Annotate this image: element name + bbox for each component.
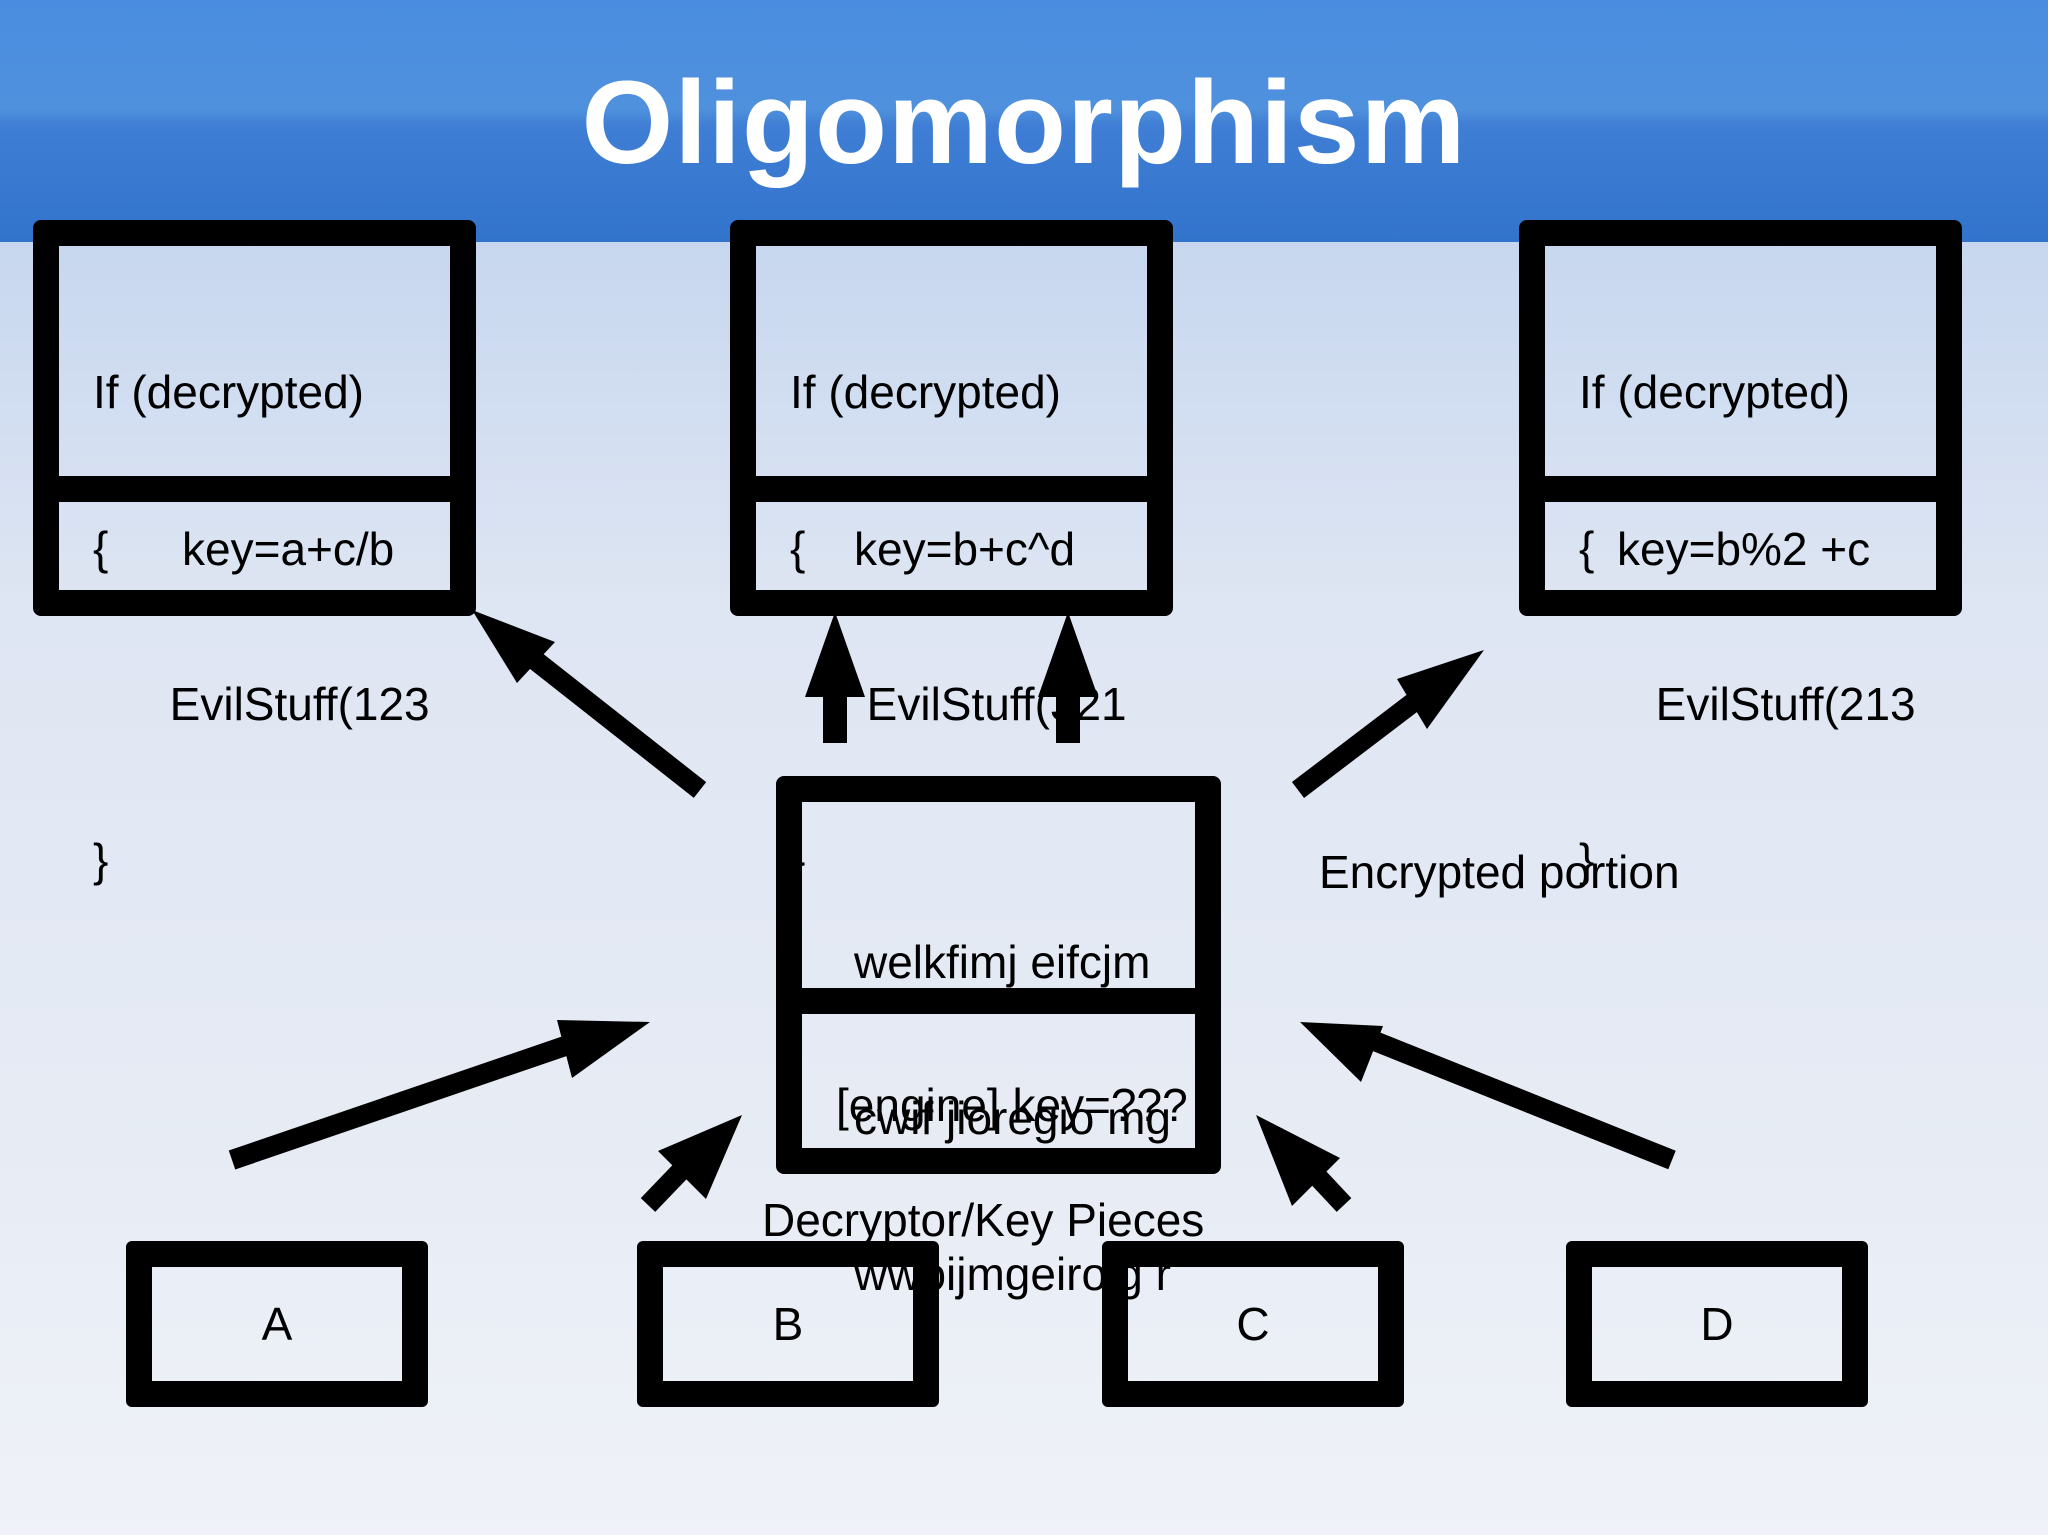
encrypted-line: welkfimj eifcjm [854, 936, 1151, 988]
decryptor-key-pieces-label: Decryptor/Key Pieces [762, 1194, 1205, 1246]
variant-key-2: key=b+c^d [854, 523, 1076, 575]
variant-box-1: If (decrypted) { EvilStuff(123 } key=a+c… [33, 220, 476, 886]
arrowhead-from-a [557, 1020, 650, 1078]
variant-box-3: If (decrypted) { EvilStuff(213 } key=b%2… [1519, 220, 1962, 886]
piece-label: A [261, 1298, 293, 1350]
piece-label: D [1700, 1298, 1734, 1350]
arrow-from-a [228, 1035, 572, 1170]
piece-box-d: D [1566, 1241, 1868, 1407]
arrowhead-from-b [658, 1115, 742, 1199]
encrypted-line: wwoijmgeirojg r [854, 1248, 1171, 1300]
piece-label: B [772, 1298, 804, 1350]
engine-key: [engine] key=??? [836, 1079, 1188, 1131]
variant-key-3: key=b%2 +c [1617, 523, 1871, 575]
code-line: { [790, 522, 806, 574]
variant-key-1: key=a+c/b [182, 523, 395, 575]
arrowhead-variant-1 [472, 610, 555, 683]
code-line: If (decrypted) [1579, 366, 1850, 418]
box-divider [59, 476, 450, 502]
variant-code-1: If (decrypted) { EvilStuff(123 } [93, 262, 463, 990]
code-line: } [1579, 834, 1595, 886]
box-divider [756, 476, 1147, 502]
encrypted-portion-label: Encrypted portion [1319, 846, 1680, 898]
code-line: { [1579, 522, 1595, 574]
arrowhead-from-c [1256, 1115, 1340, 1206]
code-line: If (decrypted) [93, 366, 364, 418]
code-line: EvilStuff(123 [93, 678, 430, 730]
piece-box-b: B [637, 1241, 939, 1407]
code-line: EvilStuff(213 [1579, 678, 1916, 730]
code-line: { [93, 522, 109, 574]
arrowhead-variant-3 [1397, 650, 1484, 729]
arrow-up-left [805, 612, 865, 743]
arrow-from-d [1368, 1030, 1676, 1170]
variant-code-3: If (decrypted) { EvilStuff(213 } [1579, 262, 1949, 990]
piece-box-c: C [1102, 1241, 1404, 1407]
slide-title: Oligomorphism [581, 57, 1467, 189]
piece-box-a: A [126, 1241, 428, 1407]
arrow-to-variant-1 [505, 634, 707, 798]
encrypted-text: welkfimj eifcjm cwif jioregio mg wwoijmg… [854, 832, 1222, 1404]
encrypted-line: cwif jioregio mg [854, 1092, 1171, 1144]
box-divider [1545, 476, 1936, 502]
code-line: } [93, 834, 109, 886]
piece-label: C [1236, 1298, 1270, 1350]
code-line: If (decrypted) [790, 366, 1061, 418]
arrow-up-right [1038, 612, 1098, 743]
slide-header [0, 0, 2048, 242]
encrypted-center-box: welkfimj eifcjm cwif jioregio mg wwoijmg… [776, 776, 1221, 1300]
arrowhead-from-d [1300, 1022, 1383, 1082]
box-divider [802, 988, 1195, 1014]
